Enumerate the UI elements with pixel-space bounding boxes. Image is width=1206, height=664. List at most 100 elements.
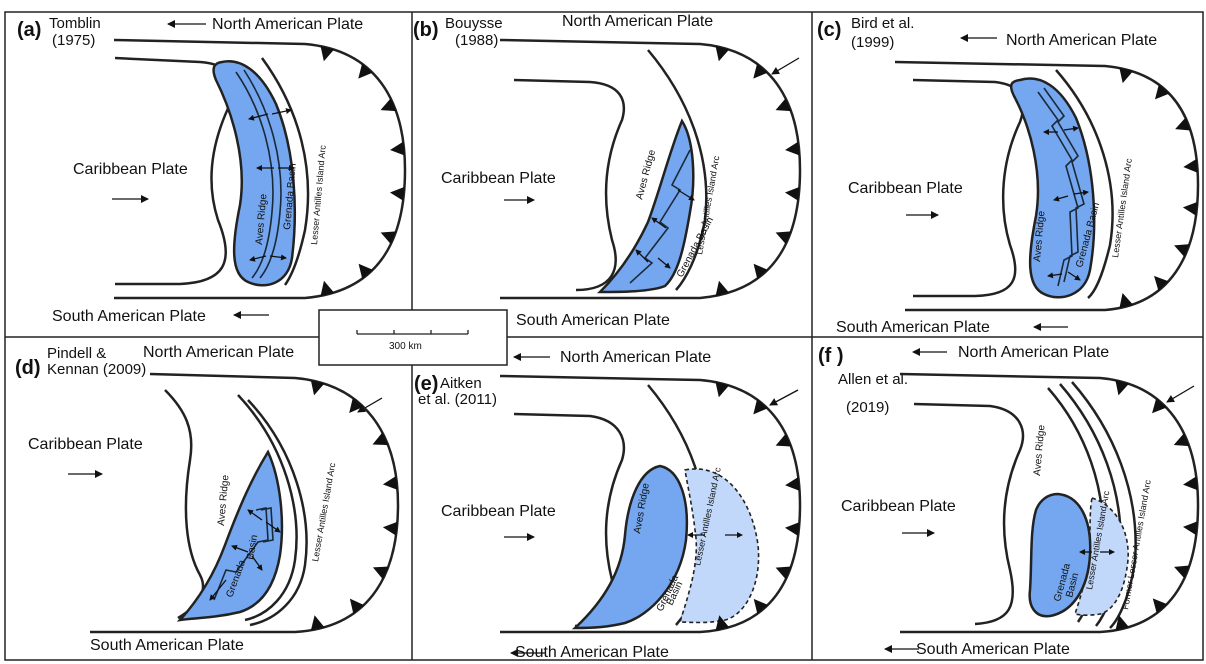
subduction-tooth (1173, 433, 1190, 447)
subduction-tooth (320, 45, 335, 62)
subduction-tooth (1182, 201, 1198, 216)
subduction-tooth (1183, 476, 1198, 491)
panel-b-aves-ridge: Aves Ridge (634, 148, 658, 200)
panel-b-author-1: Bouysse (445, 15, 503, 32)
grenada-basin (571, 464, 689, 630)
subduction-tooth (753, 598, 769, 615)
panel-d: (d) Pindell & Kennan (2009) North Americ… (15, 344, 400, 654)
spreading-arrow (677, 189, 695, 201)
subduction-tooth (358, 63, 373, 79)
island-arc-line-2 (247, 399, 308, 627)
panel-c-aves-ridge: Aves Ridge (1032, 210, 1047, 262)
island-arc-line (237, 394, 298, 622)
panel-d-south-plate: South American Plate (90, 637, 244, 654)
subduction-tooth (389, 186, 405, 201)
rift-line (1043, 87, 1085, 283)
panel-b: (b) Bouysse (1988) North American Plate … (413, 13, 802, 329)
panel-e-author-1: Aitken (440, 375, 482, 392)
panel-e-label: (e) (414, 373, 438, 395)
panel-f-south-plate: South American Plate (916, 641, 1070, 658)
panel-e-author-2: et al. (2011) (418, 391, 497, 408)
island-arc-line (260, 57, 310, 286)
rift-line (1037, 91, 1079, 287)
spreading-arrow (209, 579, 227, 601)
figure-frame (4, 11, 1204, 661)
subduction-tooth (784, 522, 800, 537)
panel-f: (f ) North American Plate Allen et al. (… (818, 344, 1200, 658)
subduction-teeth (1115, 380, 1198, 631)
subduction-tooth (1183, 521, 1198, 536)
panel-b-label: (b) (413, 19, 439, 41)
spreading-arrow (231, 544, 249, 553)
subduction-tooth (715, 45, 730, 62)
panel-a-author-1: Tomblin (49, 15, 101, 32)
subduction-teeth (320, 45, 405, 297)
panel-c: (c) Bird et al. (1999) North American Pl… (817, 15, 1200, 336)
trench (499, 374, 802, 634)
trench (90, 372, 400, 634)
subduction-tooth (1183, 158, 1198, 173)
rift-line (213, 507, 269, 601)
rift-line (243, 69, 282, 279)
panel-d-arc: Lesser Antilles Island Arc (310, 462, 337, 563)
panel-b-author-2: (1988) (455, 32, 498, 49)
panel-a-aves-ridge: Aves Ridge (254, 193, 269, 245)
scale-bar: 300 km (318, 309, 508, 366)
panel-c-north-plate: North American Plate (1006, 32, 1157, 49)
panel-a-arc: Lesser Antilles Island Arc (309, 144, 328, 245)
spreading-arrow (247, 509, 263, 521)
subduction-tooth (785, 476, 800, 491)
rift-line (629, 149, 691, 284)
spreading-arrow (1053, 195, 1069, 202)
subduction-tooth (1175, 117, 1191, 131)
panel-c-author-2: (1999) (851, 34, 894, 51)
subduction-tooth (1152, 598, 1168, 614)
panel-c-author-1: Bird et al. (851, 15, 914, 32)
subduction-tooth (390, 141, 405, 156)
subduction-tooth (775, 98, 792, 112)
subduction-teeth (715, 381, 800, 631)
subduction-tooth (1154, 275, 1169, 291)
panel-a-caribbean-plate: Caribbean Plate (73, 161, 188, 178)
subduction-tooth (372, 566, 389, 580)
trench (899, 372, 1200, 634)
panel-d-author-1: Pindell & (47, 345, 106, 362)
subduction-tooth (349, 598, 365, 614)
spreading-arrow (271, 108, 292, 115)
subduction-tooth (753, 263, 768, 279)
spreading-arrow (635, 249, 649, 263)
panel-e-caribbean-plate: Caribbean Plate (441, 503, 556, 520)
grenada-basin (212, 60, 297, 287)
panel-f-caribbean-plate: Caribbean Plate (841, 498, 956, 515)
scale-bar-label: 300 km (389, 341, 422, 352)
grenada-basin (176, 449, 284, 622)
subduction-tooth (380, 231, 397, 245)
panel-b-arc: Lesser Antilles Island Arc (694, 155, 721, 256)
trench (894, 60, 1200, 312)
subduction-tooth (753, 63, 768, 79)
aves-ridge-outline (513, 78, 626, 292)
panel-e-south-plate: South American Plate (515, 644, 669, 661)
spreading-arrow (265, 521, 281, 533)
panel-c-south-plate: South American Plate (836, 319, 990, 336)
spreading-arrow (1063, 125, 1079, 132)
island-arc-line (1055, 69, 1114, 299)
subduction-tooth (310, 380, 325, 396)
subduction-tooth (310, 615, 325, 631)
subduction-tooth (358, 263, 373, 279)
panel-f-author-1: Allen et al. (838, 371, 908, 388)
convergence-arrow (1166, 385, 1195, 403)
panel-b-caribbean-plate: Caribbean Plate (441, 170, 556, 187)
spreading-arrow (651, 217, 667, 229)
former-basin (1073, 496, 1129, 616)
panel-a-north-plate: North American Plate (212, 16, 363, 33)
grenada-basin (1009, 77, 1096, 299)
subduction-teeth (310, 380, 398, 631)
panel-d-author-2: Kennan (2009) (47, 361, 146, 378)
panel-f-author-2: (2019) (846, 399, 889, 416)
subduction-tooth (1119, 292, 1133, 309)
spreading-arrow (251, 555, 263, 571)
panel-a-south-plate: South American Plate (52, 308, 206, 325)
spreading-arrow (269, 254, 287, 261)
subduction-tooth (715, 280, 730, 297)
